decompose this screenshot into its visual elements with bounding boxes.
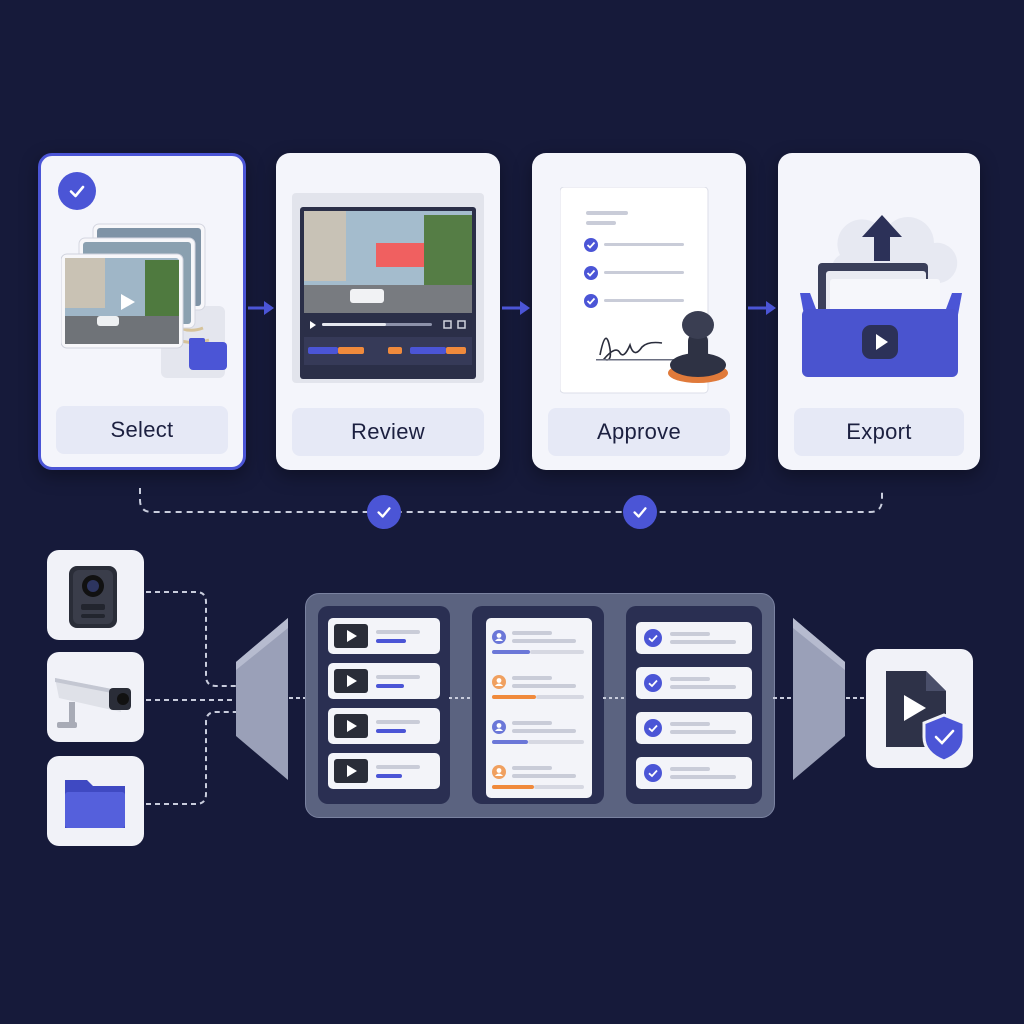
- source-connectors: [146, 591, 236, 805]
- step-card-review[interactable]: Review: [276, 153, 500, 470]
- step-label-export: Export: [794, 408, 964, 456]
- play-video-icon: [334, 714, 368, 738]
- checkpoint-check-icon: [367, 495, 401, 529]
- play-video-icon: [334, 669, 368, 693]
- approved-item[interactable]: [636, 757, 752, 789]
- reviewer-column: [472, 606, 604, 804]
- body-camera-icon: [69, 566, 117, 628]
- play-video-icon: [334, 624, 368, 648]
- output-funnel: [793, 618, 845, 780]
- export-archive-icon: [796, 197, 966, 383]
- step-label-approve: Approve: [548, 408, 730, 456]
- column-connector: [449, 697, 471, 699]
- folder-icon: [65, 780, 125, 828]
- column-connector: [603, 697, 625, 699]
- security-camera-icon: [55, 678, 131, 728]
- step-card-export[interactable]: Export: [778, 153, 980, 470]
- video-queue-item[interactable]: [328, 618, 440, 654]
- video-queue-item[interactable]: [328, 708, 440, 744]
- user-avatar-icon: [492, 765, 506, 779]
- video-queue-column: [318, 606, 450, 804]
- output-connector: [846, 697, 866, 699]
- user-avatar-icon: [492, 675, 506, 689]
- approved-check-icon: [644, 674, 662, 692]
- approval-column: [626, 606, 762, 804]
- source-folder[interactable]: [47, 756, 144, 846]
- play-video-icon: [334, 759, 368, 783]
- step-label-review: Review: [292, 408, 484, 456]
- progress-bracket: [139, 488, 883, 513]
- protected-video-file-icon: [886, 671, 966, 763]
- video-stack-icon: [60, 220, 231, 380]
- step-card-select[interactable]: Select: [38, 153, 246, 470]
- video-player-icon: [292, 193, 484, 383]
- input-funnel: [236, 618, 288, 780]
- approved-item[interactable]: [636, 712, 752, 744]
- checkpoint-check-icon: [623, 495, 657, 529]
- funnel-connector: [289, 697, 307, 699]
- user-avatar-icon: [492, 720, 506, 734]
- source-security-camera[interactable]: [47, 652, 144, 742]
- approved-item[interactable]: [636, 622, 752, 654]
- selected-check-icon: [58, 172, 96, 210]
- step-card-approve[interactable]: Approve: [532, 153, 746, 470]
- output-secure-file[interactable]: [866, 649, 973, 768]
- approved-check-icon: [644, 764, 662, 782]
- arrow-right-icon: [248, 301, 274, 315]
- funnel-connector: [773, 697, 793, 699]
- arrow-right-icon: [748, 301, 776, 315]
- video-queue-item[interactable]: [328, 663, 440, 699]
- source-body-camera[interactable]: [47, 550, 144, 640]
- approved-check-icon: [644, 719, 662, 737]
- step-label-select: Select: [56, 406, 228, 454]
- processing-pipeline: [305, 593, 775, 818]
- signed-document-icon: [559, 186, 730, 407]
- approved-item[interactable]: [636, 667, 752, 699]
- video-queue-item[interactable]: [328, 753, 440, 789]
- arrow-right-icon: [502, 301, 530, 315]
- approved-check-icon: [644, 629, 662, 647]
- user-avatar-icon: [492, 630, 506, 644]
- reviewer-list: [486, 618, 592, 798]
